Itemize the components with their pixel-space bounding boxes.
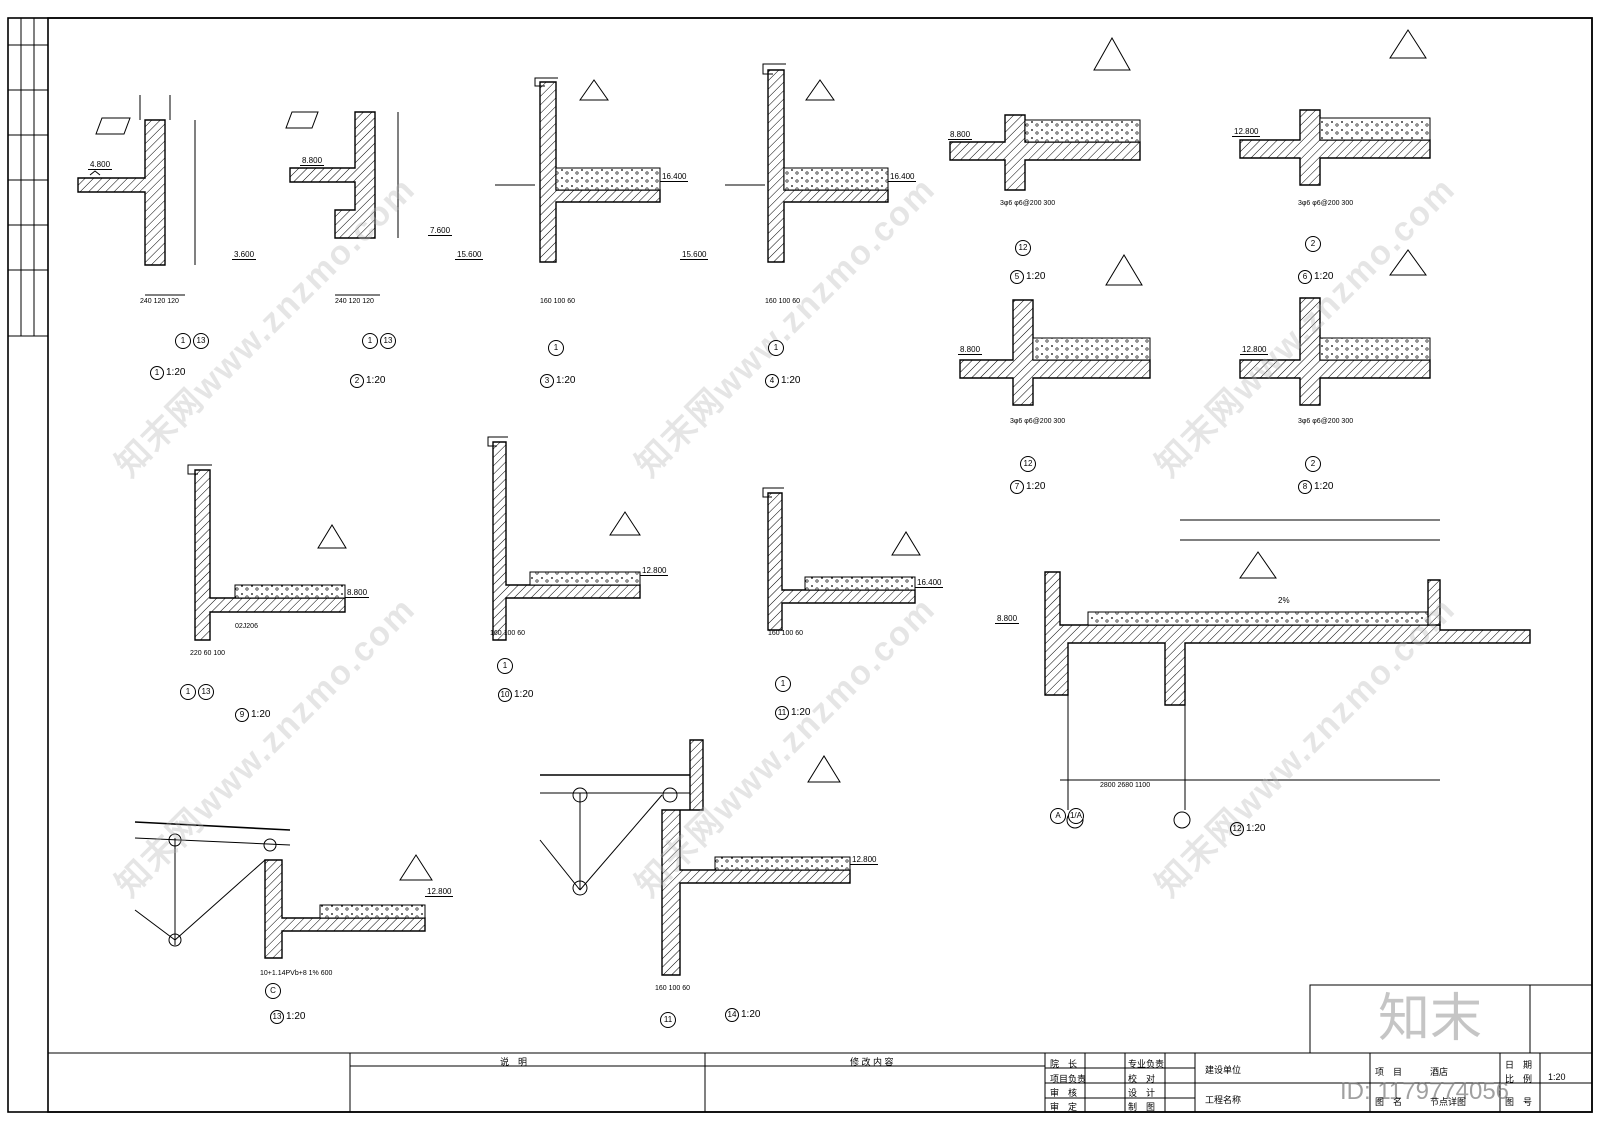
brand-logo: 知末 <box>1378 989 1483 1049</box>
detail-7 <box>959 254 1151 406</box>
title-block <box>47 984 1593 1113</box>
detail-13 <box>134 821 433 959</box>
detail-11 <box>762 487 921 631</box>
detail-14 <box>539 739 851 976</box>
detail-2 <box>285 111 399 296</box>
detail-8 <box>1239 249 1431 406</box>
detail-1 <box>77 95 196 296</box>
detail-9 <box>187 464 347 641</box>
detail-6 <box>1239 29 1431 186</box>
detail-5 <box>949 36 1141 191</box>
binding-strip <box>7 17 49 337</box>
asset-id: ID: 1179774056 <box>1340 1078 1510 1105</box>
detail-10 <box>487 436 641 641</box>
detail-3 <box>495 77 661 263</box>
detail-4 <box>725 63 889 263</box>
detail-12 <box>1044 519 1531 829</box>
